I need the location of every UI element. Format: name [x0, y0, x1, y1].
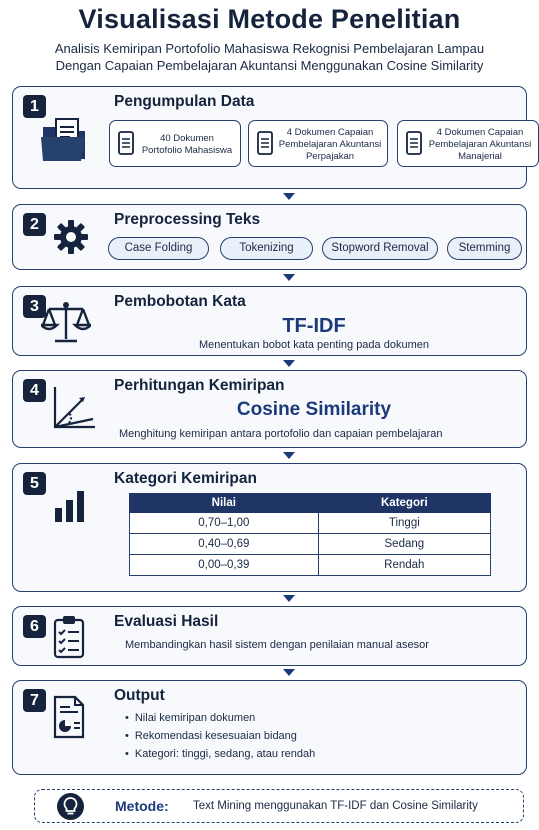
page-title: Visualisasi Metode Penelitian — [78, 4, 461, 34]
step-title: Pengumpulan Data — [114, 93, 255, 110]
folder-icon — [41, 118, 85, 161]
angle-graph-icon — [53, 387, 95, 429]
doc-box-manajerial: 4 Dokumen Capaian Pembelajaran Akuntansi… — [397, 120, 539, 167]
list-item: Rekomendasi kesesuaian bidang — [125, 727, 315, 745]
flow-arrow — [283, 595, 295, 602]
step-title: Pembobotan Kata — [114, 293, 246, 310]
tfidf-highlight: TF-IDF — [282, 315, 346, 337]
flow-arrow — [283, 274, 295, 281]
table-cell-nilai: 0,70–1,00 — [129, 512, 319, 534]
flow-arrow — [283, 360, 295, 367]
doc-box-text: 4 Dokumen Capaian Pembelajaran Akuntansi… — [428, 127, 532, 162]
table-row: 0,70–1,00 Tinggi — [129, 512, 492, 534]
step-1-card: 1 Pengumpulan Data 40 Dokumen Portofolio… — [12, 86, 539, 189]
method-label: Metode: — [115, 798, 169, 814]
table-header-nilai: Nilai — [129, 493, 319, 513]
step-title: Evaluasi Hasil — [114, 613, 219, 630]
cosine-highlight: Cosine Similarity — [236, 399, 392, 420]
step-2-card: 2 Preprocessing Teks Case Folding Tokeni… — [12, 204, 527, 270]
pill-tokenizing: Tokenizing — [220, 237, 313, 260]
similarity-category-table: Nilai Kategori 0,70–1,00 Tinggi 0,40–0,6… — [129, 493, 492, 576]
table-cell-nilai: 0,40–0,69 — [129, 533, 319, 555]
table-cell-nilai: 0,00–0,39 — [129, 554, 319, 576]
document-icon — [118, 131, 134, 155]
step-number-badge: 5 — [23, 472, 46, 495]
step-number-badge: 3 — [23, 295, 46, 318]
table-header-row: Nilai Kategori — [129, 493, 492, 513]
pill-stopword-removal: Stopword Removal — [322, 237, 438, 260]
step-title: Output — [114, 687, 165, 704]
step-6-card: 6 Evaluasi Hasil Membandingkan hasil sis… — [12, 606, 527, 666]
table-row: 0,00–0,39 Rendah — [129, 554, 492, 576]
table-cell-kategori: Rendah — [317, 554, 492, 576]
step-number-badge: 6 — [23, 615, 46, 638]
doc-box-text: 40 Dokumen Portofolio Mahasiswa — [141, 133, 233, 156]
doc-box-text: 4 Dokumen Capaian Pembelajaran Akuntansi… — [278, 127, 382, 162]
list-item: Nilai kemiripan dokumen — [125, 709, 315, 727]
report-icon — [53, 695, 85, 739]
step-number-badge: 1 — [23, 95, 46, 118]
flow-arrow — [283, 452, 295, 459]
doc-box-perpajakan: 4 Dokumen Capaian Pembelajaran Akuntansi… — [248, 120, 388, 167]
subtitle-line-1: Analisis Kemiripan Portofolio Mahasiswa … — [54, 41, 485, 56]
step-description: Membandingkan hasil sistem dengan penila… — [125, 639, 429, 651]
method-text: Text Mining menggunakan TF-IDF dan Cosin… — [193, 800, 478, 812]
flow-arrow — [283, 669, 295, 676]
pill-case-folding: Case Folding — [108, 237, 209, 260]
gear-icon — [54, 220, 88, 254]
step-number-badge: 2 — [23, 213, 46, 236]
step-title: Kategori Kemiripan — [114, 470, 257, 487]
clipboard-checklist-icon — [53, 616, 85, 659]
output-bullet-list: Nilai kemiripan dokumen Rekomendasi kese… — [125, 709, 315, 763]
list-item: Kategori: tinggi, sedang, atau rendah — [125, 745, 315, 763]
doc-box-portofolio: 40 Dokumen Portofolio Mahasiswa — [109, 120, 241, 167]
method-box: Metode: Text Mining menggunakan TF-IDF d… — [34, 789, 524, 823]
flow-arrow — [283, 193, 295, 200]
table-cell-kategori: Sedang — [317, 533, 492, 555]
document-icon — [257, 131, 273, 155]
bar-chart-icon — [55, 491, 84, 522]
step-description: Menghitung kemiripan antara portofolio d… — [119, 428, 443, 440]
table-header-kategori: Kategori — [317, 493, 492, 513]
step-title: Preprocessing Teks — [114, 211, 261, 228]
step-4-card: 4 Perhitungan Kemiripan Cosine Similarit… — [12, 370, 527, 448]
step-3-card: 3 Pembobotan Kata TF-IDF Menentukan bobo… — [12, 286, 527, 356]
step-7-card: 7 Output Nilai kemiripan dokumen Rekomen… — [12, 680, 527, 775]
scale-icon — [41, 302, 91, 343]
subtitle-line-2: Dengan Capaian Pembelajaran Akuntansi Me… — [55, 58, 484, 73]
step-number-badge: 4 — [23, 379, 46, 402]
step-description: Menentukan bobot kata penting pada dokum… — [199, 339, 429, 351]
step-number-badge: 7 — [23, 689, 46, 712]
table-cell-kategori: Tinggi — [317, 512, 492, 534]
table-row: 0,40–0,69 Sedang — [129, 533, 492, 555]
step-title: Perhitungan Kemiripan — [114, 377, 285, 394]
document-icon — [406, 131, 422, 155]
lightbulb-icon — [57, 793, 84, 820]
pill-stemming: Stemming — [447, 237, 522, 260]
step-5-card: 5 Kategori Kemiripan Nilai Kategori 0,70… — [12, 463, 527, 592]
